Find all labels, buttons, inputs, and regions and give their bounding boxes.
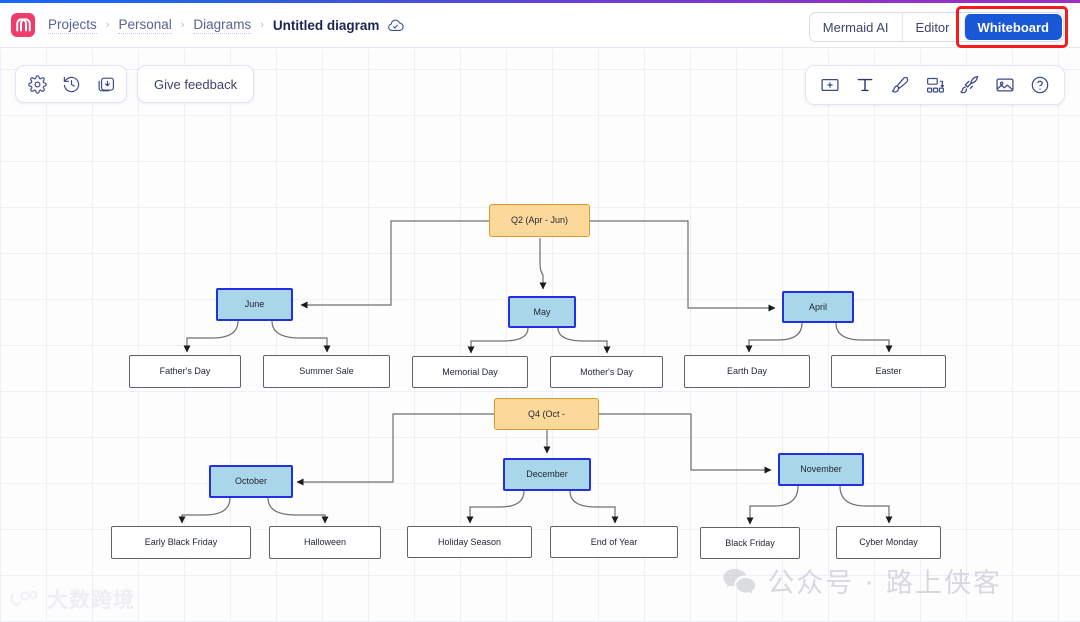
- history-clock-icon[interactable]: [56, 69, 86, 99]
- diagram-edges: [178, 220, 893, 525]
- tab-mermaid-ai[interactable]: Mermaid AI: [810, 13, 902, 41]
- app-header: Projects › Personal › Diagrams › Untitle…: [0, 3, 1080, 48]
- node-october[interactable]: October: [209, 465, 293, 498]
- cloud-check-icon[interactable]: [387, 17, 405, 34]
- tab-editor[interactable]: Editor: [901, 13, 963, 41]
- node-june[interactable]: June: [216, 288, 293, 321]
- image-tool-icon[interactable]: [989, 69, 1021, 101]
- left-toolbar-group: [15, 65, 127, 103]
- node-early-black-friday[interactable]: Early Black Friday: [111, 526, 251, 559]
- node-earth-day[interactable]: Earth Day: [684, 355, 810, 388]
- add-shape-icon[interactable]: [814, 69, 846, 101]
- watermark-bottom-left: 大数跨境: [10, 584, 135, 614]
- node-black-friday[interactable]: Black Friday: [700, 527, 800, 559]
- rocket-tool-icon[interactable]: [954, 69, 986, 101]
- top-accent-bar: [0, 0, 1080, 3]
- left-toolbar: Give feedback: [15, 65, 255, 103]
- mode-tab-group: Mermaid AI Editor Whiteboard: [808, 6, 1068, 48]
- save-download-icon[interactable]: [90, 69, 120, 99]
- node-end-of-year[interactable]: End of Year: [550, 526, 678, 558]
- breadcrumb-separator: ›: [105, 19, 110, 31]
- node-easter[interactable]: Easter: [831, 355, 946, 388]
- right-toolbar: [805, 65, 1065, 105]
- page-title[interactable]: Untitled diagram: [272, 17, 380, 33]
- node-december[interactable]: December: [503, 458, 591, 491]
- give-feedback-button[interactable]: Give feedback: [137, 65, 255, 103]
- node-mothers-day[interactable]: Mother's Day: [550, 356, 663, 388]
- flowchart-tool-icon[interactable]: [919, 69, 951, 101]
- node-april[interactable]: April: [782, 291, 854, 323]
- breadcrumb-separator: ›: [260, 19, 264, 31]
- settings-gear-icon[interactable]: [22, 69, 52, 99]
- dashujingjing-logo-icon: [10, 590, 38, 606]
- watermark-bottom-right: 公众号 · 路上侠客: [722, 561, 1002, 600]
- node-summer-sale[interactable]: Summer Sale: [263, 355, 390, 388]
- tab-whiteboard[interactable]: Whiteboard: [963, 14, 1062, 40]
- node-november[interactable]: November: [778, 453, 864, 486]
- node-q4[interactable]: Q4 (Oct -: [494, 398, 599, 430]
- node-holiday-season[interactable]: Holiday Season: [407, 526, 532, 558]
- text-tool-icon[interactable]: [849, 69, 881, 101]
- brush-tool-icon[interactable]: [884, 69, 916, 101]
- breadcrumb-item-projects[interactable]: Projects: [48, 16, 97, 34]
- node-cyber-monday[interactable]: Cyber Monday: [836, 526, 941, 559]
- diagram-container[interactable]: Q2 (Apr - Jun) June May April Father's D…: [0, 49, 1080, 622]
- breadcrumb-separator: ›: [180, 19, 185, 31]
- watermark-right-text: 公众号 · 路上侠客: [767, 568, 1002, 599]
- node-memorial-day[interactable]: Memorial Day: [412, 356, 528, 388]
- help-question-icon[interactable]: [1024, 69, 1056, 101]
- breadcrumb: Projects › Personal › Diagrams › Untitle…: [48, 16, 405, 34]
- wechat-icon: [723, 568, 756, 594]
- breadcrumb-item-personal[interactable]: Personal: [118, 16, 172, 34]
- mermaid-logo-icon[interactable]: [11, 13, 35, 37]
- watermark-left-text: 大数跨境: [47, 588, 135, 612]
- node-q2[interactable]: Q2 (Apr - Jun): [489, 204, 590, 237]
- node-fathers-day[interactable]: Father's Day: [129, 355, 241, 388]
- breadcrumb-item-diagrams[interactable]: Diagrams: [193, 16, 252, 34]
- node-halloween[interactable]: Halloween: [269, 526, 381, 559]
- node-may[interactable]: May: [508, 296, 576, 328]
- whiteboard-canvas[interactable]: Give feedback: [0, 49, 1080, 622]
